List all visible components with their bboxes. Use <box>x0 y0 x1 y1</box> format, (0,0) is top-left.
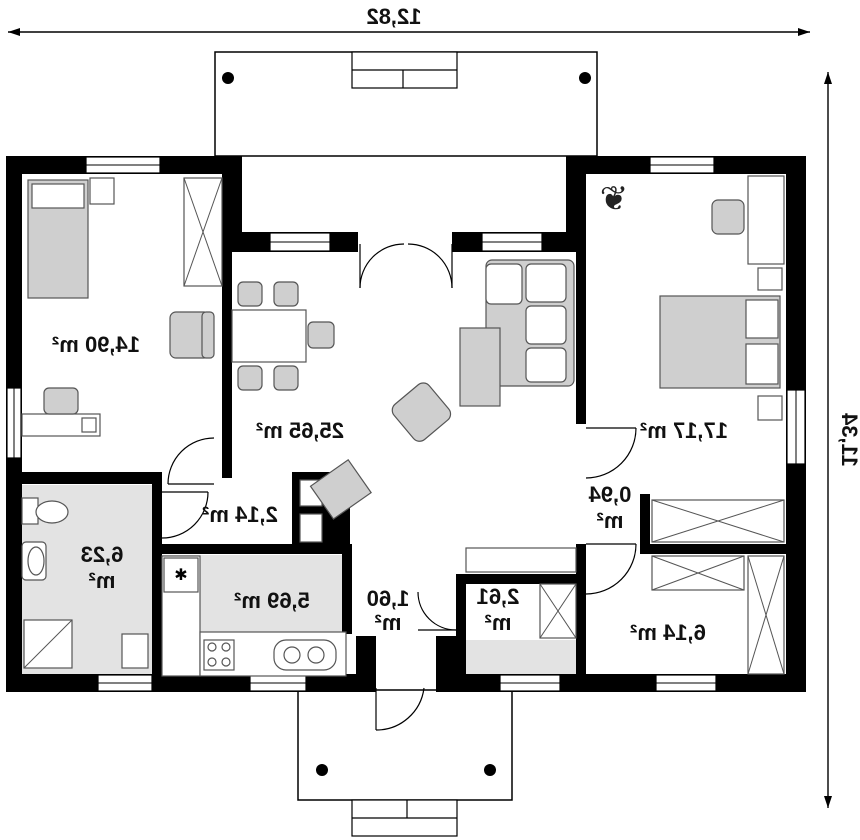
doors <box>161 243 637 731</box>
entry-area: 1,60 <box>367 586 410 611</box>
bed-left <box>27 177 115 299</box>
living-room-area: 25,65 m² <box>256 418 344 443</box>
labels: 12,82 14,90 m² 25,65 m² 2,14 m² 6,23 m² … <box>52 4 728 645</box>
interior-walls <box>6 252 806 686</box>
storage-floor <box>465 640 577 676</box>
storage-area-unit: m² <box>485 610 512 635</box>
bed-right <box>659 295 781 389</box>
desk-left <box>21 387 101 437</box>
closet-area: 0,94 <box>588 482 632 507</box>
storage-area: 2,61 <box>477 584 520 609</box>
bathroom-area-unit: m² <box>89 568 116 593</box>
kitchen-counter <box>161 555 347 677</box>
bedroom-right-area: 17,17 m² <box>640 418 728 443</box>
sofa <box>485 259 575 387</box>
depth-dimension: 11,34 <box>837 412 860 467</box>
bedroom-left-area: 14,90 m² <box>52 332 140 357</box>
hall-area: 2,14 m² <box>202 502 278 527</box>
width-dimension: 12,82 <box>366 4 421 29</box>
washing-machine <box>121 633 149 669</box>
windows <box>6 156 806 692</box>
washbasin <box>21 541 47 581</box>
fridge: ✱ <box>163 557 199 593</box>
armchair-left <box>169 311 215 359</box>
wardrobe-dressing <box>651 499 785 675</box>
toilet <box>21 497 69 525</box>
depth-dimension-line <box>824 72 832 808</box>
depth-label-group: 11,34 <box>837 412 860 467</box>
front-terrace <box>297 689 513 837</box>
bathroom-area: 6,23 <box>81 542 124 567</box>
closet-area-unit: m² <box>597 508 624 533</box>
armchair-living <box>391 382 452 442</box>
dressing-room-area: 6,14 m² <box>630 620 706 645</box>
storage-shelf <box>465 547 577 639</box>
shower <box>23 619 73 669</box>
desk-right <box>711 175 785 421</box>
fireplace <box>292 459 372 550</box>
back-terrace <box>214 51 598 157</box>
svg-text:✱: ✱ <box>174 567 187 584</box>
wardrobe-left <box>183 177 223 287</box>
plant-icon: ❦ <box>600 180 629 218</box>
entry-area-unit: m² <box>375 610 402 635</box>
width-dimension-line <box>8 28 810 36</box>
dining-table <box>231 281 335 391</box>
coffee-table <box>459 327 501 407</box>
kitchen-area: 5,69 m² <box>234 588 310 613</box>
